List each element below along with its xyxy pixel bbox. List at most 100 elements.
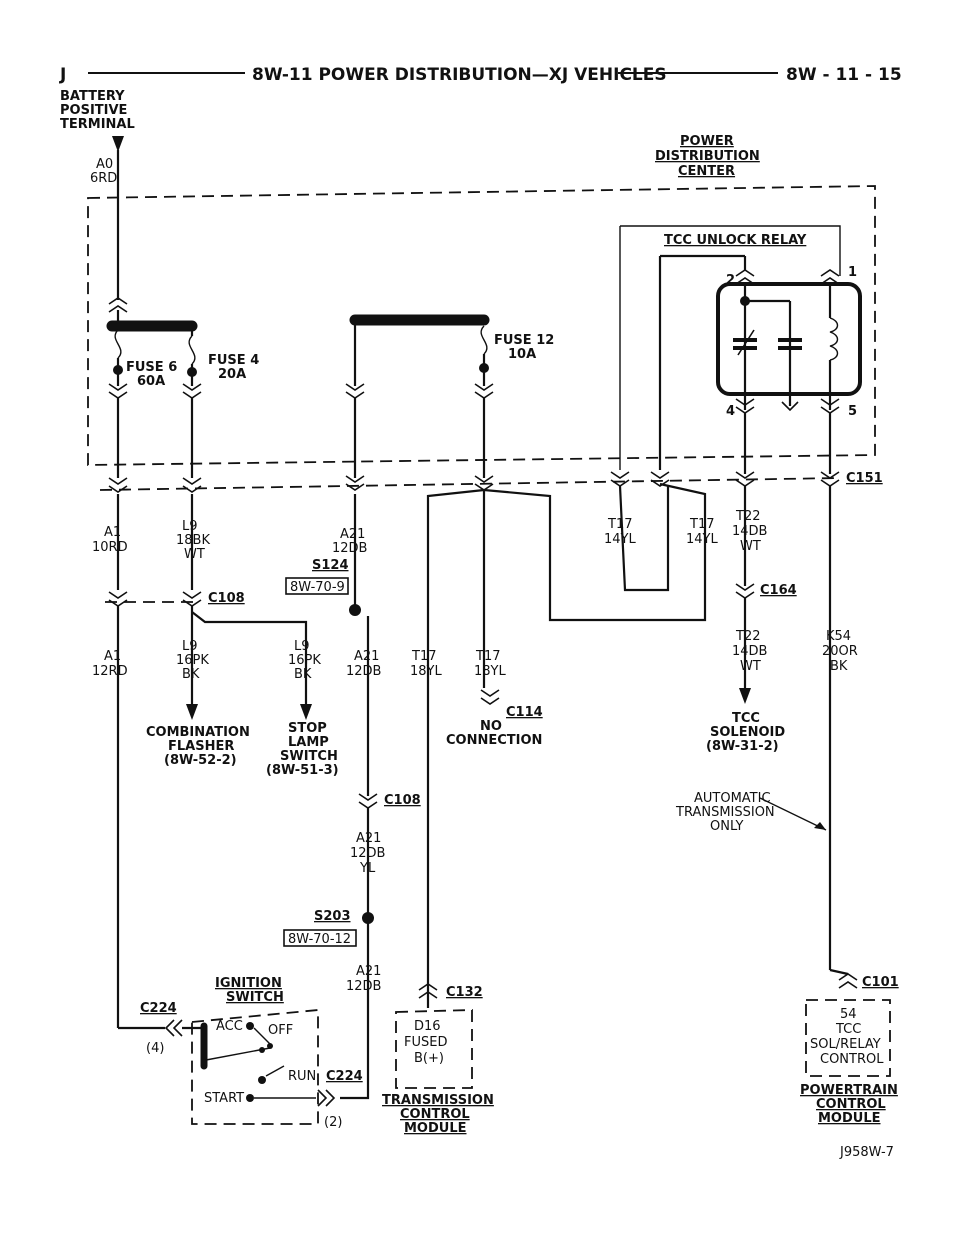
splice-s124-dot xyxy=(349,604,361,616)
fuse-12-name: FUSE 12 xyxy=(494,333,554,348)
svg-text:A1: A1 xyxy=(104,525,121,540)
fuse-6-name: FUSE 6 xyxy=(126,360,177,375)
svg-text:NO: NO xyxy=(480,719,502,734)
connector-c101: C101 xyxy=(862,975,899,990)
svg-text:A1: A1 xyxy=(104,649,121,664)
svg-text:10RD: 10RD xyxy=(92,540,128,555)
tcc-solenoid: TCC SOLENOID (8W-31-2) xyxy=(706,711,785,754)
connector-c224-right: C224 xyxy=(326,1069,363,1084)
svg-text:POWERTRAIN: POWERTRAIN xyxy=(800,1083,898,1098)
svg-text:L9: L9 xyxy=(182,639,198,654)
svg-text:B(+): B(+) xyxy=(414,1051,444,1066)
svg-text:ACC: ACC xyxy=(216,1019,243,1034)
svg-text:A21: A21 xyxy=(356,831,381,846)
svg-text:12DB: 12DB xyxy=(346,979,381,994)
svg-text:STOP: STOP xyxy=(288,721,327,736)
page-header: J 8W-11 POWER DISTRIBUTION—XJ VEHICLES 8… xyxy=(59,65,902,85)
svg-text:RUN: RUN xyxy=(288,1069,316,1084)
svg-text:18BK: 18BK xyxy=(176,533,210,548)
svg-text:12DB: 12DB xyxy=(350,846,385,861)
connector-c108-bottom: C108 xyxy=(384,793,421,808)
relay-title: TCC UNLOCK RELAY xyxy=(664,233,807,248)
relay-coil-icon xyxy=(829,317,839,361)
svg-text:L9: L9 xyxy=(182,519,198,534)
pdc-outline xyxy=(87,185,876,466)
svg-text:14YL: 14YL xyxy=(604,532,636,547)
svg-text:TRANSMISSION: TRANSMISSION xyxy=(675,805,775,820)
svg-text:MODULE: MODULE xyxy=(818,1111,881,1126)
svg-text:IGNITION: IGNITION xyxy=(215,976,282,991)
automatic-transmission-note: AUTOMATIC TRANSMISSION ONLY xyxy=(675,791,775,834)
fuse-6-amp: 60A xyxy=(137,374,165,389)
fuse-12-amp: 10A xyxy=(508,347,536,362)
svg-text:DISTRIBUTION: DISTRIBUTION xyxy=(655,149,760,164)
svg-text:CONTROL: CONTROL xyxy=(816,1097,886,1112)
svg-text:BATTERY: BATTERY xyxy=(60,89,125,104)
svg-text:(8W-52-2): (8W-52-2) xyxy=(164,753,237,768)
no-connection-label: NO CONNECTION xyxy=(446,719,542,748)
battery-label: BATTERY POSITIVE TERMINAL xyxy=(60,89,135,132)
svg-text:TCC: TCC xyxy=(835,1022,861,1037)
connector-c114: C114 xyxy=(506,705,543,720)
fuse-4-amp: 20A xyxy=(218,367,246,382)
header-title: 8W-11 POWER DISTRIBUTION—XJ VEHICLES xyxy=(252,65,667,85)
svg-text:A21: A21 xyxy=(356,964,381,979)
svg-text:BK: BK xyxy=(830,659,848,674)
svg-text:SOL/RELAY: SOL/RELAY xyxy=(810,1037,881,1052)
svg-text:SWITCH: SWITCH xyxy=(226,990,284,1005)
pdc-label: POWER DISTRIBUTION CENTER xyxy=(655,134,760,179)
svg-text:T17: T17 xyxy=(475,649,500,664)
svg-text:ONLY: ONLY xyxy=(710,819,743,834)
header-page: 8W - 11 - 15 xyxy=(786,65,902,85)
svg-text:20OR: 20OR xyxy=(822,644,858,659)
fuse-12-icon xyxy=(480,325,488,355)
connector-c224-left: C224 xyxy=(140,1001,177,1016)
fuse-4-name: FUSE 4 xyxy=(208,353,259,368)
svg-text:POSITIVE: POSITIVE xyxy=(60,103,127,118)
connector-c151: C151 xyxy=(846,471,883,486)
svg-text:START: START xyxy=(204,1091,244,1106)
ignition-switch-label: IGNITION SWITCH xyxy=(215,976,284,1005)
battery-arrow xyxy=(112,136,124,152)
powertrain-control-module-label: POWERTRAIN CONTROL MODULE xyxy=(800,1083,898,1126)
svg-text:2: 2 xyxy=(726,273,735,288)
svg-text:WT: WT xyxy=(740,659,761,674)
svg-text:T17: T17 xyxy=(689,517,714,532)
svg-text:TRANSMISSION: TRANSMISSION xyxy=(382,1093,494,1108)
splice-s124: S124 xyxy=(312,558,349,573)
svg-text:12RD: 12RD xyxy=(92,664,128,679)
transmission-control-module-label: TRANSMISSION CONTROL MODULE xyxy=(382,1093,494,1136)
connector-c108-top: C108 xyxy=(208,591,245,606)
svg-text:LAMP: LAMP xyxy=(288,735,329,750)
svg-text:WT: WT xyxy=(184,547,205,562)
svg-text:16PK: 16PK xyxy=(176,653,209,668)
svg-text:A21: A21 xyxy=(354,649,379,664)
ignition-switch-outline xyxy=(191,1009,319,1125)
svg-text:COMBINATION: COMBINATION xyxy=(146,725,250,740)
svg-text:TCC: TCC xyxy=(732,711,760,726)
svg-text:(8W-51-3): (8W-51-3) xyxy=(266,763,339,778)
svg-text:AUTOMATIC: AUTOMATIC xyxy=(694,791,771,806)
tcm-outline xyxy=(395,1009,473,1089)
splice-s203-ref-box xyxy=(283,929,357,947)
header-left: J xyxy=(59,65,66,85)
svg-text:FLASHER: FLASHER xyxy=(168,739,234,754)
svg-text:MODULE: MODULE xyxy=(404,1121,467,1136)
splice-s124-ref: 8W-70-9 xyxy=(290,580,345,595)
svg-text:SOLENOID: SOLENOID xyxy=(710,725,785,740)
svg-text:CONNECTION: CONNECTION xyxy=(446,733,542,748)
svg-text:L9: L9 xyxy=(294,639,310,654)
splice-s203: S203 xyxy=(314,909,351,924)
svg-text:FUSED: FUSED xyxy=(404,1035,447,1050)
splice-s203-ref: 8W-70-12 xyxy=(288,932,351,947)
svg-text:T17: T17 xyxy=(411,649,436,664)
svg-text:5: 5 xyxy=(848,404,857,419)
svg-text:T17: T17 xyxy=(607,517,632,532)
splice-s203-dot xyxy=(362,912,374,924)
svg-text:WT: WT xyxy=(740,539,761,554)
svg-text:18YL: 18YL xyxy=(410,664,442,679)
fuse-6-icon xyxy=(114,329,122,359)
svg-text:A21: A21 xyxy=(340,527,365,542)
svg-text:16PK: 16PK xyxy=(288,653,321,668)
